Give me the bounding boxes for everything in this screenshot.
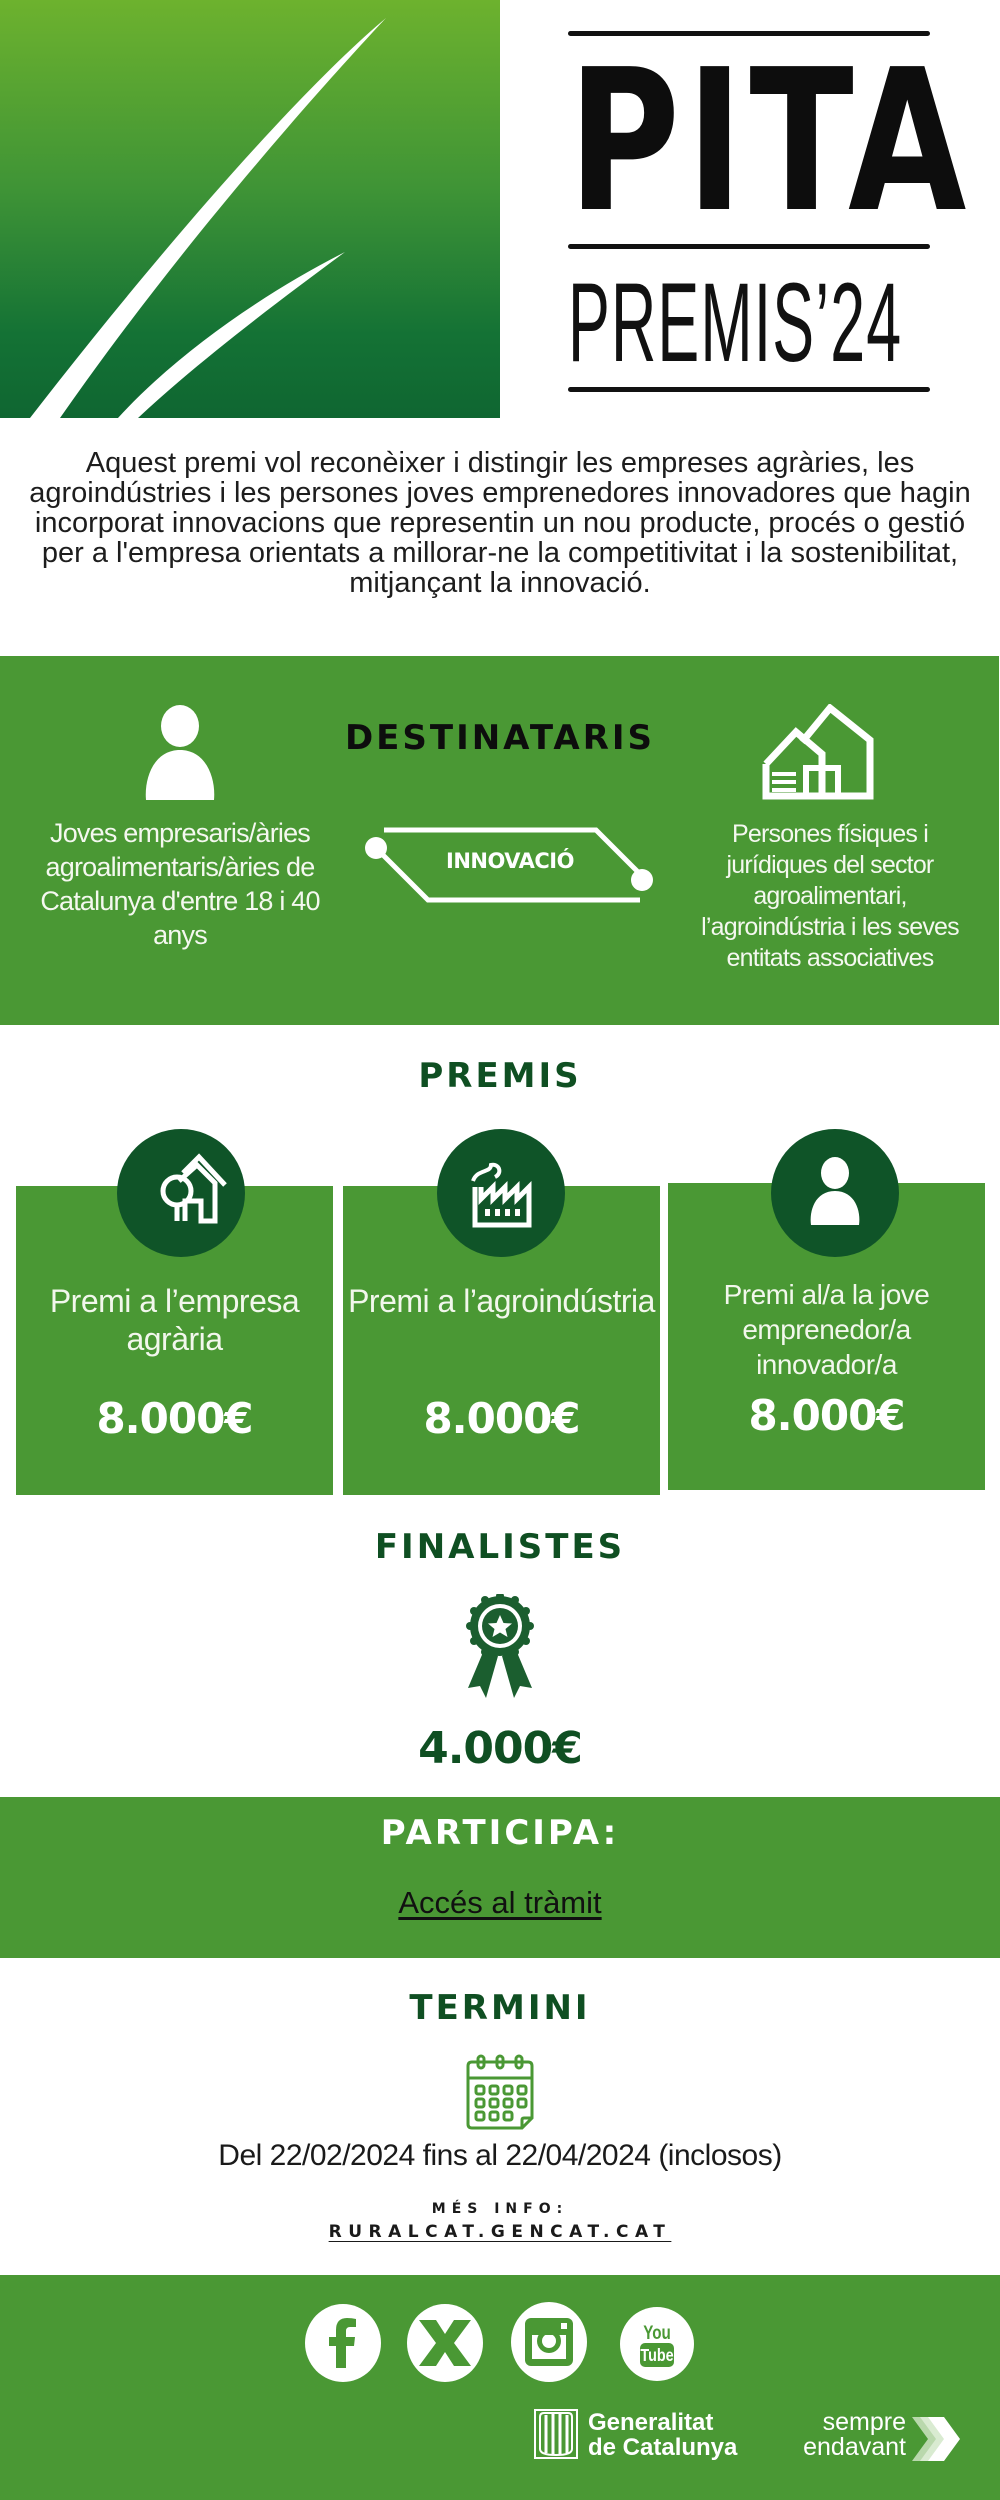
svg-text:Tube: Tube — [640, 2346, 673, 2366]
termini-dates: Del 22/02/2024 fins al 22/04/2024 (inclo… — [218, 2139, 782, 2172]
access-procedure-link[interactable]: Accés al tràmit — [398, 1885, 602, 1920]
innovacio-label: INNOVACIÓ — [446, 849, 574, 873]
ruralcat-link-row: RURALCAT.GENCAT.CAT — [300, 2222, 700, 2242]
prize-icon-circle — [117, 1129, 245, 1257]
prize-amount: 8.000€ — [96, 1394, 253, 1443]
slogan-line2: endavant — [803, 2433, 906, 2461]
youtube-icon: You Tube — [640, 2321, 674, 2367]
youtube-link[interactable]: You Tube — [620, 2307, 694, 2381]
chevron-right-icon — [912, 2417, 960, 2461]
slogan-line1: sempre — [822, 2408, 906, 2436]
prize-icon-circle — [771, 1129, 899, 1257]
prize-title: Premi a l’agroindústria — [348, 1283, 655, 1319]
person-icon — [810, 1157, 860, 1225]
participa-title: PARTICIPA: — [380, 1813, 620, 1853]
page-title: PITA — [568, 28, 973, 256]
participa-section: PARTICIPA: Accés al tràmit — [0, 1797, 1000, 1958]
generalitat-logo-text: Generalitat de Catalunya — [588, 2410, 737, 2460]
calendar-icon — [466, 2054, 534, 2130]
termini-heading: TERMINI — [409, 1988, 591, 2028]
destinataris-section: DESTINATARIS Joves empresaris/àries agro… — [0, 656, 999, 1025]
generalitat-line2: de Catalunya — [588, 2434, 738, 2461]
instagram-icon — [525, 2318, 573, 2366]
page-subtitle: PREMIS’24 — [568, 260, 903, 385]
house-tree-icon — [160, 1153, 227, 1224]
circuit-frame-icon — [365, 827, 653, 903]
title-rule-middle — [568, 244, 930, 249]
farm-building-icon — [762, 704, 874, 800]
facebook-link[interactable] — [305, 2304, 381, 2382]
facebook-icon — [329, 2318, 356, 2368]
factory-icon — [471, 1162, 532, 1228]
more-info-label: MÉS INFO: — [431, 2201, 569, 2217]
person-icon — [145, 705, 215, 800]
prize-amount: 8.000€ — [748, 1391, 905, 1440]
svg-text:You: You — [643, 2321, 671, 2343]
x-link[interactable] — [407, 2304, 483, 2382]
premis-heading: PREMIS — [418, 1056, 582, 1096]
finalistes-heading: FINALISTES — [374, 1527, 626, 1567]
x-icon — [419, 2320, 471, 2366]
destinataris-entities-text: Persones físiques i jurídiques del secto… — [701, 820, 960, 972]
pita-logo-graphic — [0, 0, 500, 418]
prize-icon-circle — [437, 1129, 565, 1257]
title-rule-bottom — [568, 387, 930, 392]
generalitat-emblem-icon — [534, 2409, 578, 2459]
prize-card-jove: Premi al/a la jove emprenedor/a innovado… — [668, 1183, 985, 1490]
instagram-link[interactable] — [511, 2302, 587, 2382]
prize-title: Premi al/a la jove emprenedor/a innovado… — [723, 1279, 930, 1380]
intro-text: Aquest premi vol reconèixer i distingir … — [29, 447, 971, 599]
prize-title: Premi a l’empresa agrària — [49, 1283, 300, 1357]
prize-amount: 8.000€ — [423, 1394, 580, 1443]
slogan-text: sempre endavant — [770, 2410, 906, 2460]
generalitat-line1: Generalitat — [588, 2409, 714, 2436]
finalistes-amount: 4.000€ — [418, 1723, 583, 1774]
access-link-row: Accés al tràmit — [0, 1885, 1000, 1921]
award-ribbon-icon — [466, 1594, 534, 1698]
grass-blades-icon — [30, 18, 386, 418]
destinataris-young-text: Joves empresaris/àries agroalimentaris/à… — [40, 818, 320, 950]
footer: You Tube Generalitat de Catalunya sempre… — [0, 2275, 1000, 2500]
destinataris-title: DESTINATARIS — [344, 718, 656, 758]
ruralcat-link[interactable]: RURALCAT.GENCAT.CAT — [328, 2222, 672, 2242]
title-rule-top — [568, 31, 930, 36]
